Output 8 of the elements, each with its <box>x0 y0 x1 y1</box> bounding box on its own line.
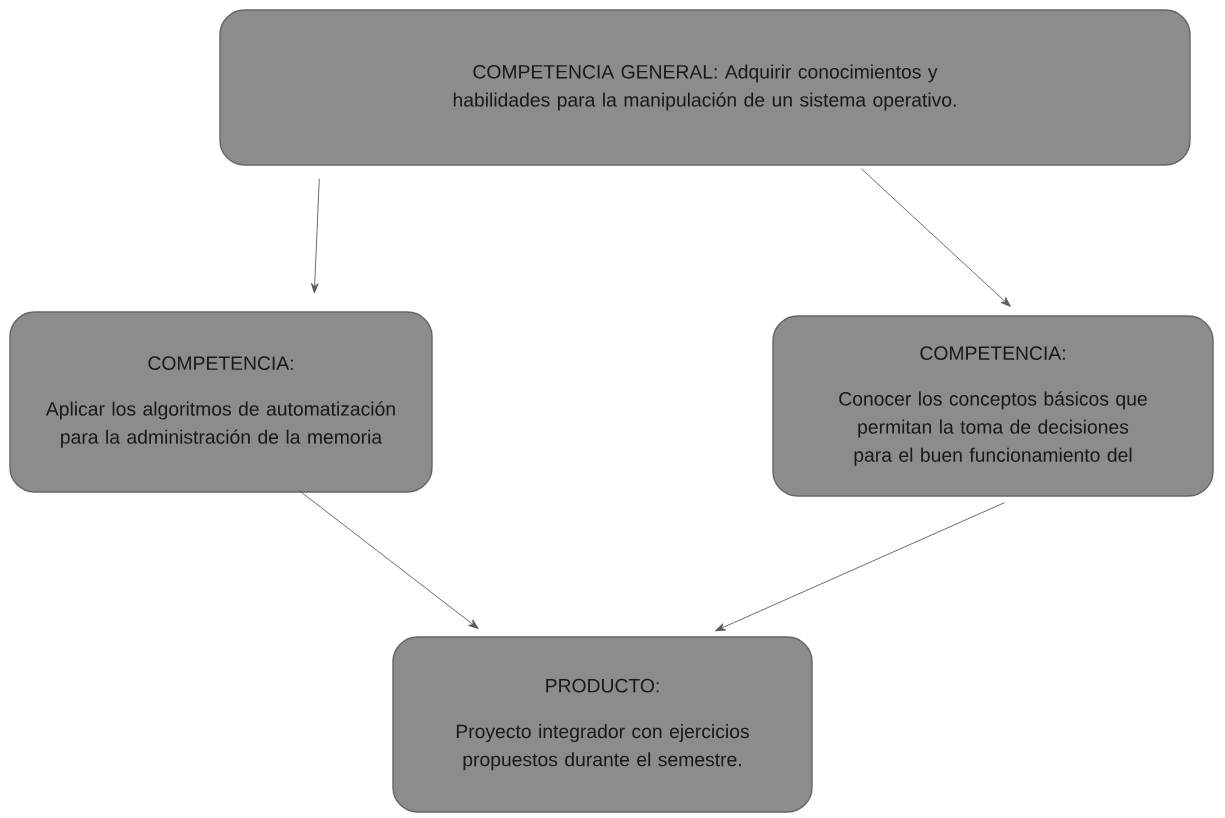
arrow <box>715 502 1005 632</box>
competence-box: COMPETENCIA: Conocer los conceptos básicos que permitan la toma de decisiones para el buen funcionamiento del <box>772 315 1214 497</box>
arrow <box>310 178 320 294</box>
arrow <box>298 490 479 629</box>
competence-box: COMPETENCIA: Aplicar los algoritmos de automatización para la administración de la memoria <box>9 311 433 493</box>
competence-box: PRODUCTO: Proyecto integrador con ejercicios propuestos durante el semestre. <box>392 636 813 813</box>
competence-box: COMPETENCIA GENERAL: Adquirir conocimientos y habilidades para la manipulación de un sistema operativo. <box>219 9 1191 166</box>
arrow <box>860 168 1011 307</box>
